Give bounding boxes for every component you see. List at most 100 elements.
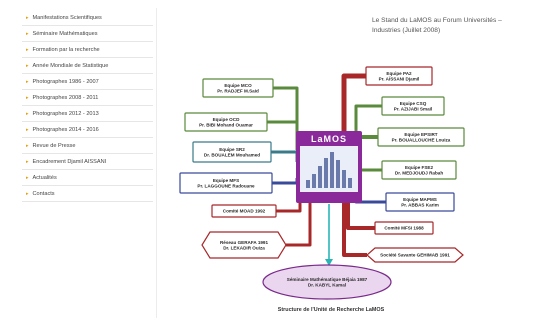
- bullet-icon: ▸: [26, 46, 29, 53]
- menu-item[interactable]: ▸Actualités: [22, 170, 153, 186]
- menu-item-label: Année Mondiale de Statistique: [32, 62, 109, 69]
- bullet-icon: ▸: [26, 14, 29, 21]
- node-person: Dr. LEKADIR Ouiza: [223, 246, 265, 251]
- connector-line: [346, 198, 375, 230]
- menu-item-label: Formation par la recherche: [32, 46, 100, 53]
- node-box: [262, 264, 392, 300]
- node-box: [385, 192, 455, 212]
- node-box: [179, 172, 273, 194]
- logo-title: LaMOS: [311, 134, 347, 144]
- node-person: Pr. AÏSSANI Djamil: [379, 76, 420, 82]
- lamos-logo: LaMOS: [296, 131, 362, 203]
- node-box: [366, 247, 464, 263]
- menu-item[interactable]: ▸Contacts: [22, 186, 153, 202]
- diagram-caption: Structure de l'Unité de Recherche LaMOS: [277, 307, 385, 313]
- menu-item-label: Séminaire Mathématiques: [32, 30, 98, 37]
- menu-item[interactable]: ▸Encadrement Djamil AISSANI: [22, 154, 153, 170]
- menu-item[interactable]: ▸Photographes 2012 - 2013: [22, 106, 153, 122]
- node-title: Equipe OCD: [213, 117, 240, 122]
- node-title: Séminaire Mathématique Béjaia 1987: [287, 277, 368, 282]
- menu-item-label: Actualités: [32, 174, 57, 181]
- menu-item[interactable]: ▸Formation par la recherche: [22, 42, 153, 58]
- bullet-icon: ▸: [26, 174, 29, 181]
- bullet-icon: ▸: [26, 30, 29, 37]
- node-person: Pr. ABBAS Karim: [401, 203, 439, 208]
- node-gehimab: Société Savante GEHIMAB 1991: [366, 247, 464, 263]
- node-person: Dr. BOUALEM Mouhamed: [204, 153, 260, 158]
- bullet-icon: ▸: [26, 158, 29, 165]
- bullet-icon: ▸: [26, 142, 29, 149]
- node-box: [184, 112, 268, 132]
- menu-item-label: Photographes 2014 - 2016: [32, 126, 99, 133]
- bullet-icon: ▸: [26, 126, 29, 133]
- node-box: [192, 141, 272, 163]
- connector-line: [273, 86, 299, 145]
- node-title: Equipe SR2: [219, 147, 245, 152]
- node-person: Pr. LAGGOUNE Radouane: [197, 184, 255, 189]
- article-title: Le Stand du LaMOS au Forum Universités –…: [372, 17, 502, 34]
- menu-item[interactable]: ▸Photographes 2008 - 2011: [22, 90, 153, 106]
- node-title: Equipe MAPMS: [403, 197, 437, 202]
- menu-item[interactable]: ▸Séminaire Mathématiques: [22, 26, 153, 42]
- node-box: [374, 221, 434, 235]
- node-box: [377, 127, 465, 147]
- node-box: [201, 231, 287, 259]
- menu-item-label: Contacts: [32, 190, 55, 197]
- menu-item[interactable]: ▸Manifestations Scientifiques: [22, 10, 153, 26]
- sidebar-menu: ▸Manifestations Scientifiques▸Séminaire …: [22, 10, 153, 202]
- node-box: [381, 96, 445, 116]
- node-title: Equipe FSE2: [405, 165, 434, 170]
- node-box: [211, 204, 277, 218]
- menu-item-label: Photographes 2012 - 2013: [32, 110, 99, 117]
- bullet-icon: ▸: [26, 78, 29, 85]
- connector-line: [271, 150, 299, 162]
- menu-item[interactable]: ▸Revue de Presse: [22, 138, 153, 154]
- connector-line: [341, 73, 366, 138]
- bullet-icon: ▸: [26, 190, 29, 197]
- bullet-icon: ▸: [26, 94, 29, 101]
- bullet-icon: ▸: [26, 62, 29, 69]
- connector-line: [272, 178, 299, 185]
- node-title: Equipe EPSIRT: [404, 132, 437, 137]
- menu-item[interactable]: ▸Photographes 1986 - 2007: [22, 74, 153, 90]
- menu-item-label: Encadrement Djamil AISSANI: [32, 158, 107, 165]
- node-title: Equipe CSQ: [400, 101, 427, 106]
- node-person: Pr. AZIJABI Smail: [394, 107, 432, 112]
- node-title: Equipe PA2: [386, 71, 412, 76]
- menu-item-label: Photographes 1986 - 2007: [32, 78, 99, 85]
- node-moad: Comité MOAD 1992: [211, 204, 277, 218]
- node-title: Equipe MCO: [224, 83, 252, 88]
- node-title: Equipe MFS: [213, 178, 239, 183]
- node-title: Comité MOAD 1992: [223, 209, 266, 214]
- menu-item[interactable]: ▸Photographes 2014 - 2016: [22, 122, 153, 138]
- node-title: Réseau GERAFA 1991: [220, 240, 269, 245]
- node-title: Comité MFSI 1988: [384, 226, 424, 231]
- menu-item-label: Revue de Presse: [32, 142, 76, 149]
- node-box: [365, 66, 433, 86]
- column-divider: [156, 8, 157, 318]
- node-person: Dr. MEDJOUDJ Rabah: [395, 171, 443, 176]
- node-box: [381, 160, 457, 180]
- bullet-icon: ▸: [26, 110, 29, 117]
- node-person: Pr. BOUALLOUCHE Louiza: [392, 138, 451, 143]
- node-box: [202, 78, 274, 98]
- node-person: Pr. BIBI Mohand Ouamar: [199, 123, 253, 128]
- menu-item-label: Photographes 2008 - 2011: [32, 94, 99, 101]
- arrow-head-icon: [325, 259, 333, 266]
- node-mfsi: Comité MFSI 1988: [374, 221, 434, 235]
- menu-item[interactable]: ▸Année Mondiale de Statistique: [22, 58, 153, 74]
- connector-line: [286, 198, 312, 247]
- node-person: Dr. KABYL Kamal: [308, 283, 346, 288]
- menu-item-label: Manifestations Scientifiques: [32, 14, 102, 21]
